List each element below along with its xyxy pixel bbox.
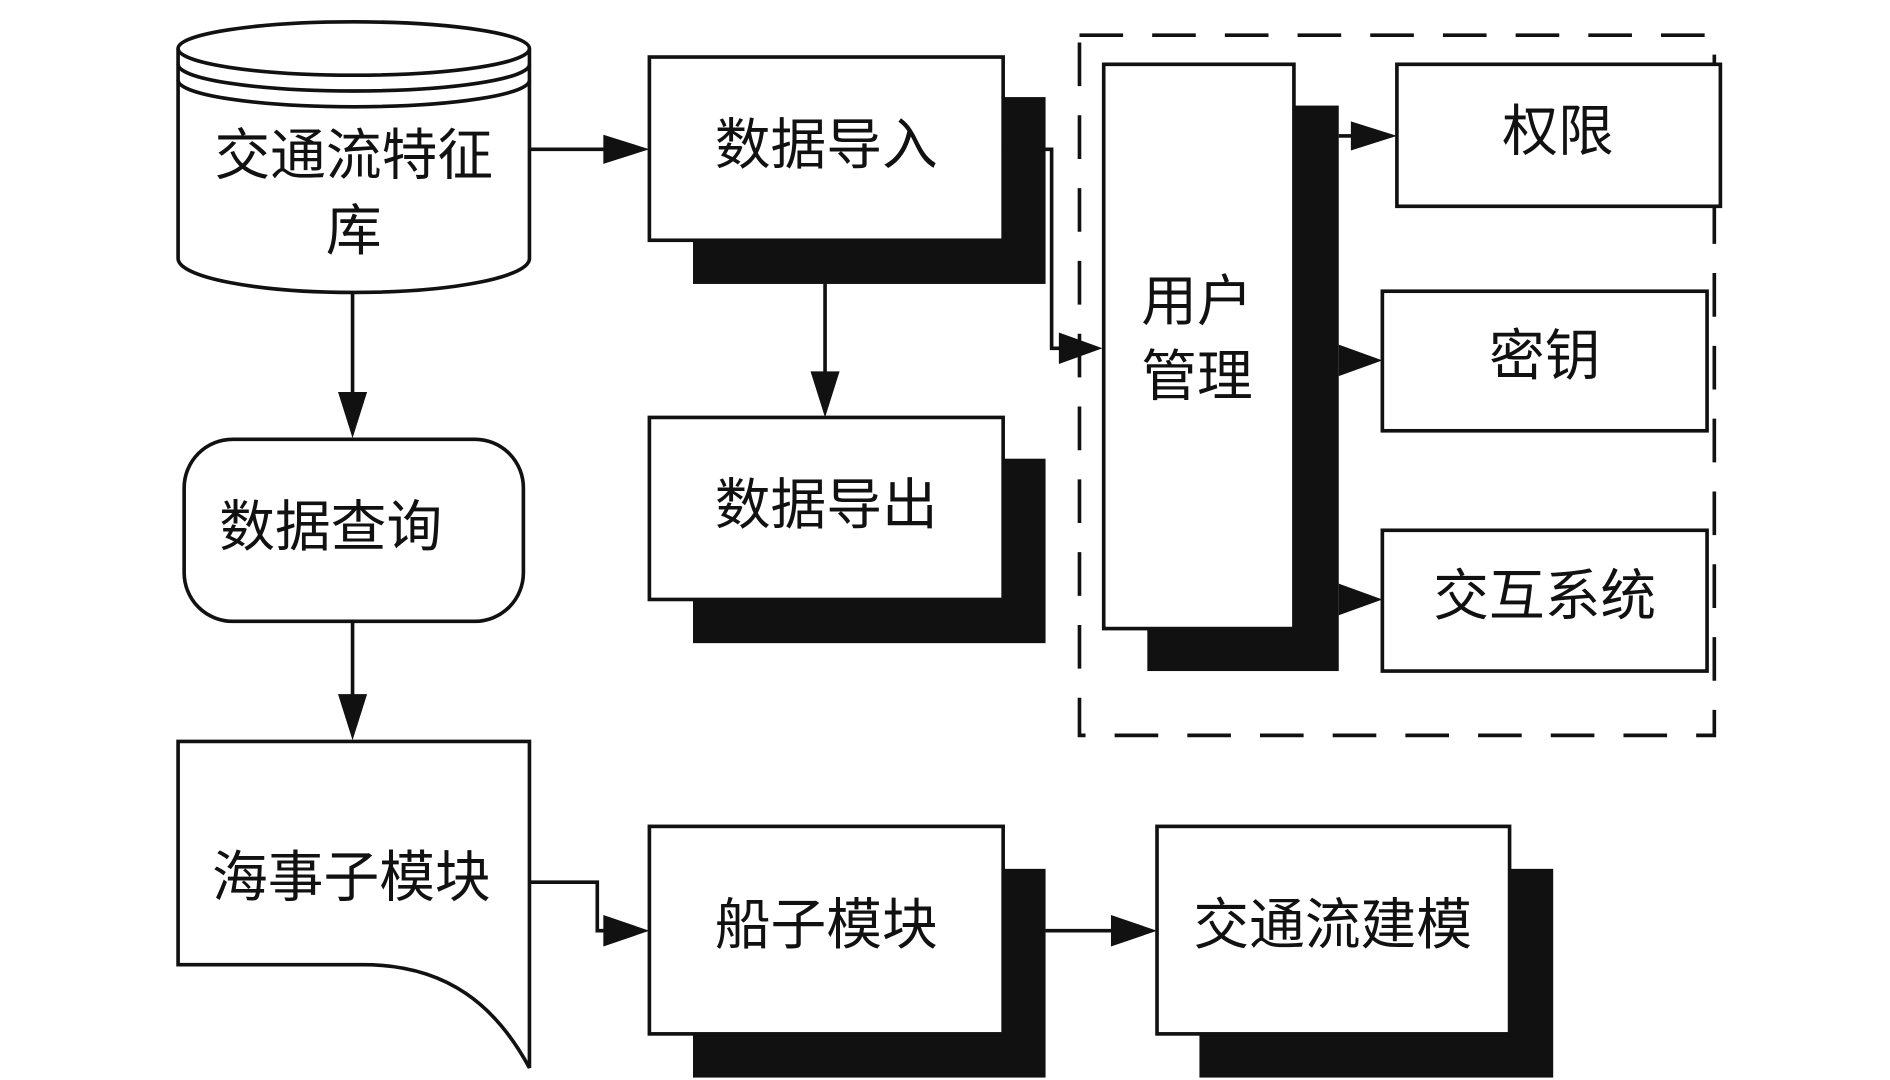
node-ship-module[interactable]: 船子模块	[647, 824, 1046, 1078]
node-box	[647, 415, 1005, 602]
arrowhead-icon	[603, 914, 650, 947]
node-box	[1380, 289, 1709, 433]
node-box	[647, 824, 1005, 1036]
node-box	[1101, 62, 1296, 631]
node-box	[1380, 528, 1709, 673]
node-label: 交通流特征	[214, 124, 493, 189]
user-management-group-border	[1077, 33, 1717, 738]
edge-user-mgmt-to-permission	[1338, 121, 1397, 151]
database-band-1	[176, 64, 532, 93]
edge-user-mgmt-to-key	[1338, 344, 1383, 377]
node-data-import[interactable]: 数据导入	[647, 55, 1046, 284]
edge-ship-to-modeling	[1045, 914, 1158, 947]
node-permission[interactable]: 权限	[1395, 62, 1723, 209]
edge-import-to-export	[810, 283, 840, 418]
arrowhead-icon	[810, 371, 840, 418]
arrowhead-icon	[1110, 914, 1158, 947]
node-user-management[interactable]: 用户 管理	[1101, 62, 1339, 672]
edge-query-to-maritime	[338, 621, 368, 741]
edge-user-mgmt-to-interaction	[1338, 583, 1383, 616]
node-data-query[interactable]: 数据查询	[182, 437, 526, 624]
node-label: 交通流建模	[1193, 893, 1472, 958]
node-box	[1155, 824, 1512, 1036]
arrowhead-icon	[338, 694, 368, 741]
document-shape	[176, 739, 532, 1069]
node-label: 船子模块	[715, 893, 938, 958]
node-label: 权限	[1502, 99, 1613, 164]
node-secret-key[interactable]: 密钥	[1380, 289, 1709, 433]
node-traffic-modeling[interactable]: 交通流建模	[1155, 824, 1554, 1078]
node-data-export[interactable]: 数据导出	[647, 415, 1046, 644]
node-box	[182, 437, 526, 624]
node-label: 库	[326, 199, 382, 264]
node-label: 数据导入	[715, 113, 938, 178]
database-band-2	[176, 79, 532, 109]
edge-db-to-query	[338, 291, 368, 439]
node-label: 管理	[1141, 345, 1252, 410]
node-maritime-module[interactable]: 海事子模块	[176, 739, 532, 1069]
arrowhead-icon	[603, 134, 650, 164]
node-label: 数据查询	[219, 495, 442, 560]
arrowhead-icon	[1338, 344, 1383, 377]
arrowhead-icon	[1058, 332, 1103, 365]
arrowhead-icon	[1338, 583, 1383, 616]
node-label: 数据导出	[715, 473, 938, 538]
arrowhead-icon	[1350, 121, 1397, 151]
node-traffic-db[interactable]: 交通流特征 库	[176, 20, 532, 295]
edge-import-to-user-mgmt	[1003, 147, 1103, 365]
edge-maritime-to-ship	[529, 880, 650, 947]
node-label: 用户	[1141, 269, 1252, 334]
arrowhead-icon	[338, 391, 368, 439]
edge-db-to-import	[529, 134, 650, 164]
node-box	[1395, 62, 1723, 209]
node-label: 海事子模块	[212, 846, 491, 911]
node-label: 交互系统	[1433, 564, 1656, 629]
node-label: 密钥	[1489, 324, 1600, 389]
database-cylinder-top	[176, 20, 532, 78]
node-box	[647, 55, 1005, 243]
node-interaction-system[interactable]: 交互系统	[1380, 528, 1709, 673]
